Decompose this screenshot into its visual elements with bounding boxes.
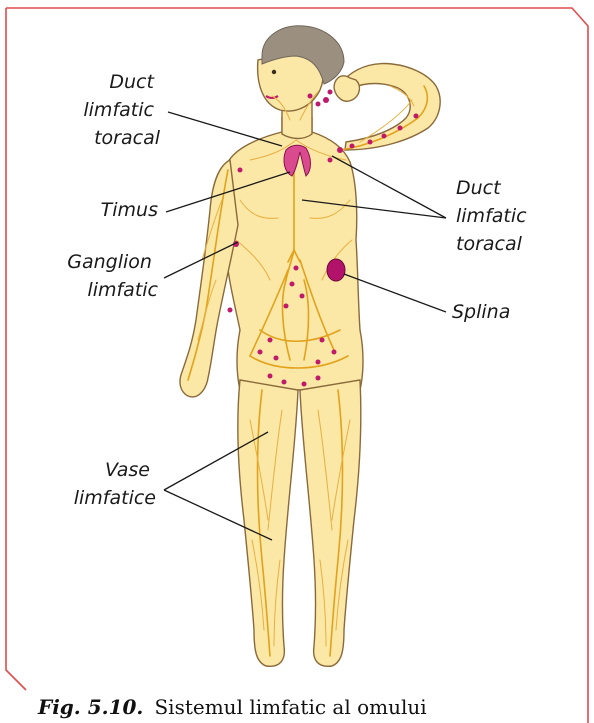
eye [272,70,276,74]
label-timus: Timus [101,199,158,221]
human-body-illustration [180,26,440,667]
label-vase: Vase limfatice [74,459,156,509]
left-leg [300,380,361,666]
label-splina: Splina [452,301,510,323]
figure-caption: Fig. 5.10. Sistemul limfatic al omului [37,695,427,719]
spleen [327,259,345,281]
label-ganglion: Ganglion limfatic [67,251,158,301]
leader-duct-top [168,112,282,146]
label-duct-top: Duct limfatic toracal [83,71,160,149]
caption-figure-number: Fig. 5.10. [37,695,143,719]
label-duct-right: Duct limfatic toracal [456,177,533,255]
raised-hand [334,76,359,101]
caption-text: Sistemul limfatic al omului [154,695,426,719]
